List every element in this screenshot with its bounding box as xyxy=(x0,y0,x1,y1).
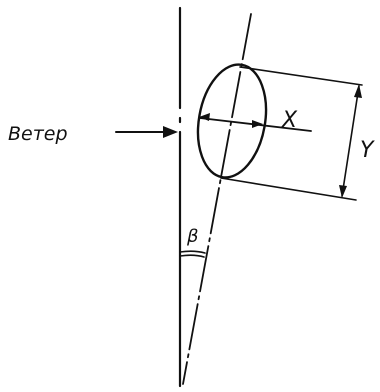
wind-label: Ветер xyxy=(8,123,68,145)
extension-line-top xyxy=(239,66,363,86)
x-arrow-left xyxy=(199,113,210,121)
y-arrow-top xyxy=(354,84,362,98)
x-arrow-right xyxy=(252,120,263,128)
wind-arrow-head xyxy=(163,126,178,138)
y-dimension-line xyxy=(341,85,360,197)
beta-arc-inner xyxy=(179,254,205,258)
inclined-axis xyxy=(182,13,252,385)
extension-line-bottom xyxy=(220,177,357,201)
ellipse xyxy=(196,63,268,179)
y-label: Y xyxy=(360,138,375,163)
y-arrow-bottom xyxy=(339,185,347,198)
x-label: X xyxy=(281,108,298,133)
beta-arc xyxy=(179,250,206,254)
beta-label: β xyxy=(186,226,199,247)
